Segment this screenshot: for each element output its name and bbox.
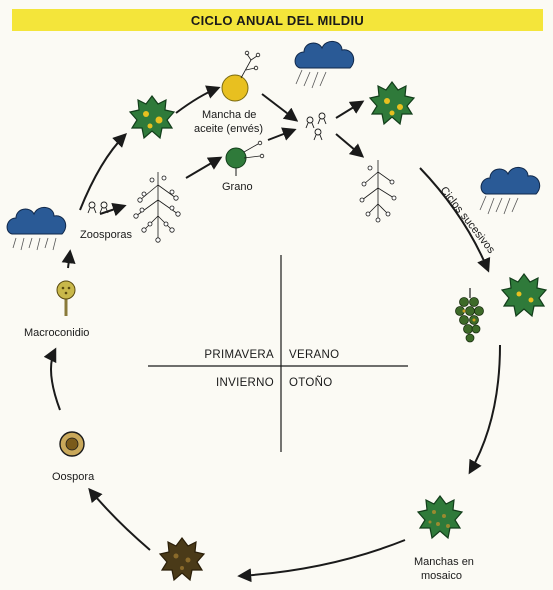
label-zoosporas: Zoosporas	[80, 229, 132, 241]
flower-cluster-icon	[134, 172, 180, 242]
vine-leaf-icon	[370, 82, 414, 124]
label-oospora: Oospora	[52, 471, 95, 483]
arrow-macroconidio-to-rain	[68, 252, 70, 268]
season-summer: VERANO	[289, 349, 339, 361]
arrow-oospora-to-macroconidio	[51, 350, 60, 410]
macroconidium-icon	[57, 281, 75, 316]
arrow-summer-to-mosaic	[470, 345, 500, 472]
label-mancha-1: Mancha de	[202, 109, 256, 121]
label-grano: Grano	[222, 181, 253, 193]
arrow-spores-to-cluster2	[336, 134, 362, 156]
label-manchas-2: mosaico	[421, 570, 462, 582]
oospore-icon	[60, 432, 84, 456]
grape-berry-icon	[226, 141, 264, 176]
arrow-spores-to-leaf2	[336, 102, 362, 118]
season-autumn: OTOÑO	[289, 376, 332, 389]
label-macroconidio: Macroconidio	[24, 327, 89, 339]
rain-cloud-icon	[480, 167, 540, 214]
label-ciclos-sucesivos: Ciclos sucesivos	[438, 184, 498, 256]
arrow-cluster-to-grano	[186, 158, 220, 178]
flower-cluster-icon	[360, 160, 396, 222]
season-winter: INVIERNO	[216, 377, 274, 389]
arrow-fallen-leaf-to-oospora	[90, 490, 150, 550]
label-mancha-2: aceite (envés)	[194, 123, 263, 135]
arrow-oilspot-to-spores	[262, 94, 296, 120]
arrow-successive-cycles	[420, 168, 488, 270]
arrow-zoosporas-to-leaf	[80, 135, 125, 210]
oil-spot-icon	[222, 51, 260, 101]
vine-leaf-icon	[130, 96, 174, 138]
label-manchas-1: Manchas en	[414, 556, 474, 568]
rain-cloud-icon	[295, 41, 354, 88]
vine-leaf-icon	[502, 274, 546, 316]
grape-bunch-icon	[456, 288, 484, 342]
arrow-zoosporas-to-cluster	[100, 206, 124, 214]
mosaic-leaf-icon	[418, 496, 462, 538]
arrow-grano-to-spores	[268, 130, 294, 140]
sporangia-icon	[306, 113, 326, 140]
season-spring: PRIMAVERA	[204, 349, 274, 361]
fallen-leaf-icon	[160, 538, 204, 580]
season-quadrants: PRIMAVERA VERANO INVIERNO OTOÑO	[148, 255, 408, 452]
arrow-mosaic-to-fallen-leaf	[240, 540, 405, 576]
rain-cloud-icon	[7, 207, 66, 250]
